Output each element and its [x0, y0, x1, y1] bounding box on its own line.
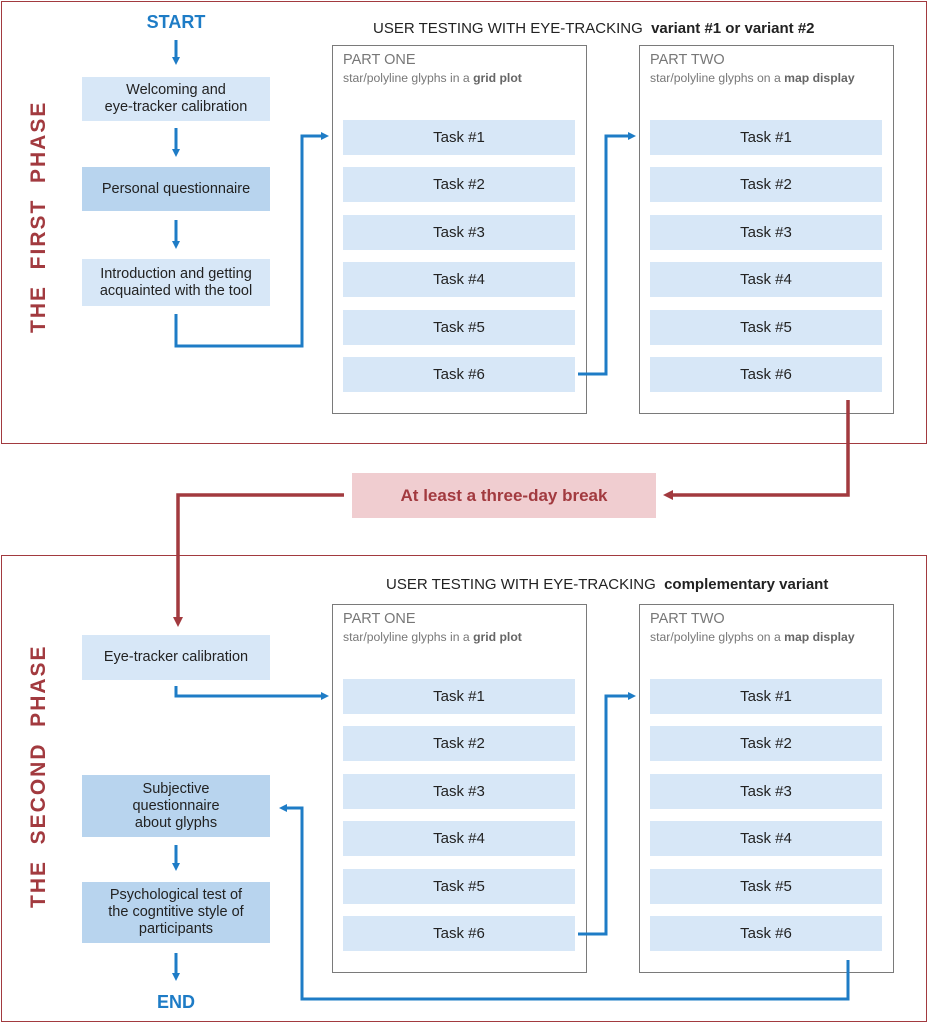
second-part-one-box: PART ONE star/polyline glyphs in a grid … [332, 604, 587, 973]
task-item: Task #4 [650, 262, 882, 297]
part-title: PART TWO [650, 52, 725, 68]
flow-arrow [174, 132, 329, 348]
break-arrow-out [173, 493, 344, 627]
task-item: Task #6 [343, 916, 575, 951]
task-item: Task #1 [650, 679, 882, 714]
task-item: Task #4 [343, 821, 575, 856]
part-subtitle: star/polyline glyphs on a map display [650, 71, 855, 85]
second-testing-title: USER TESTING WITH EYE-TRACKING complemen… [386, 576, 829, 593]
break-arrow-in [663, 400, 850, 500]
psychological-test-step: Psychological test of the cogntitive sty… [82, 882, 270, 943]
task-item: Task #3 [650, 215, 882, 250]
first-testing-title: USER TESTING WITH EYE-TRACKING variant #… [373, 20, 815, 37]
part-title: PART TWO [650, 611, 725, 627]
introduction-step: Introduction and getting acquainted with… [82, 259, 270, 306]
task-item: Task #3 [650, 774, 882, 809]
task-item: Task #5 [343, 310, 575, 345]
end-label: END [156, 992, 195, 1012]
step-label: Subjective questionnaire about glyphs [132, 780, 220, 831]
task-item: Task #4 [343, 262, 575, 297]
first-part-two-box: PART TWO star/polyline glyphs on a map d… [639, 45, 894, 414]
step-label: Personal questionnaire [101, 180, 251, 197]
task-item: Task #1 [343, 679, 575, 714]
task-item: Task #4 [650, 821, 882, 856]
task-item: Task #6 [650, 357, 882, 392]
step-label: Introduction and getting acquainted with… [99, 265, 253, 299]
task-item: Task #2 [650, 167, 882, 202]
personal-questionnaire-step: Personal questionnaire [82, 167, 270, 211]
task-item: Task #5 [650, 310, 882, 345]
task-item: Task #2 [343, 167, 575, 202]
step-label: Welcoming and eye-tracker calibration [104, 82, 248, 115]
step-label: Psychological test of the cogntitive sty… [108, 887, 244, 937]
flow-arrow [279, 804, 850, 1001]
task-item: Task #3 [343, 774, 575, 809]
flow-arrow [174, 686, 329, 700]
part-title: PART ONE [343, 52, 416, 68]
flow-arrow [578, 132, 636, 376]
task-item: Task #1 [343, 120, 575, 155]
break-label: At least a three-day break [400, 485, 608, 505]
subjective-questionnaire-step: Subjective questionnaire about glyphs [82, 775, 270, 837]
flow-arrow [578, 692, 636, 936]
break-box: At least a three-day break [352, 473, 656, 518]
part-subtitle: star/polyline glyphs on a map display [650, 630, 855, 644]
part-title: PART ONE [343, 611, 416, 627]
start-label: START [146, 12, 206, 32]
task-item: Task #5 [343, 869, 575, 904]
task-item: Task #5 [650, 869, 882, 904]
part-subtitle: star/polyline glyphs in a grid plot [343, 630, 522, 644]
task-item: Task #6 [650, 916, 882, 951]
task-item: Task #6 [343, 357, 575, 392]
step-label: Eye-tracker calibration [103, 649, 249, 665]
welcome-calibration-step: Welcoming and eye-tracker calibration [82, 77, 270, 121]
task-item: Task #3 [343, 215, 575, 250]
first-part-one-box: PART ONE star/polyline glyphs in a grid … [332, 45, 587, 414]
task-item: Task #2 [343, 726, 575, 761]
second-part-two-box: PART TWO star/polyline glyphs on a map d… [639, 604, 894, 973]
task-item: Task #2 [650, 726, 882, 761]
task-item: Task #1 [650, 120, 882, 155]
eye-tracker-calibration-step: Eye-tracker calibration [82, 635, 270, 680]
part-subtitle: star/polyline glyphs in a grid plot [343, 71, 522, 85]
